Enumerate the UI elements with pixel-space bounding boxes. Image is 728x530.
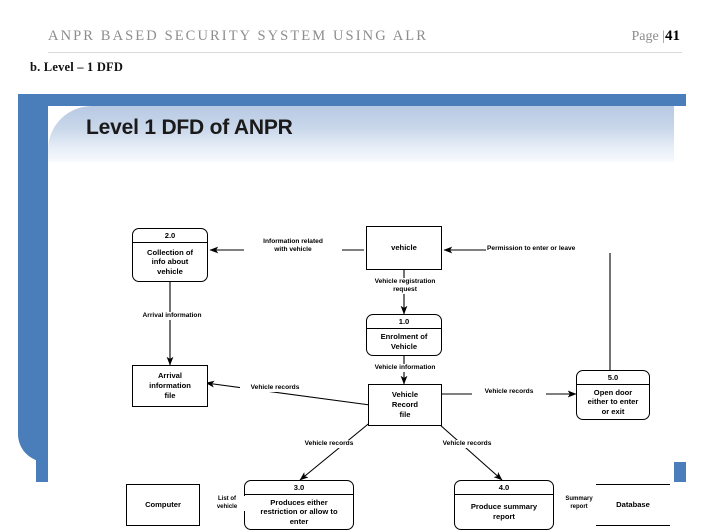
- section-caption: b. Level – 1 DFD: [30, 60, 124, 74]
- flow-label-vehicle-records-to-process-4: Vehicle records: [430, 440, 504, 449]
- process-2-0[interactable]: 2.0 Collection of info about vehicle: [132, 228, 208, 282]
- process-1-0[interactable]: 1.0 Enrolment of Vehicle: [366, 314, 442, 356]
- entity-vehicle[interactable]: vehicle: [366, 226, 442, 270]
- slide-title: Level 1 DFD of ANPR: [86, 116, 293, 139]
- process-4-0[interactable]: 4.0 Produce summary report: [454, 480, 554, 530]
- process-4-0-number: 4.0: [455, 481, 553, 496]
- process-1-0-number: 1.0: [367, 315, 441, 330]
- flow-label-summary-report: Summary report: [556, 496, 602, 511]
- datastore-vehicle-record-file[interactable]: Vehicle Record file: [368, 384, 442, 426]
- flow-label-vehicle-information: Vehicle information: [354, 364, 456, 373]
- process-5-0-label: Open door either to enter or exit: [587, 387, 639, 416]
- flow-label-permission-to-enter-or-leave: Permission to enter or leave: [486, 245, 612, 254]
- process-5-0[interactable]: 5.0 Open door either to enter or exit: [576, 370, 650, 420]
- flow-label-list-of-vehicle: List of vehicle: [202, 496, 252, 511]
- document-header-row: ANPR BASED SECURITY SYSTEM USING ALR Pag…: [48, 28, 682, 45]
- page-label: Page |: [631, 29, 665, 44]
- process-3-0[interactable]: 3.0 Produces either restriction or allow…: [244, 480, 354, 530]
- datastore-record-label: Vehicle Record file: [391, 390, 419, 419]
- datastore-arrival-label: Arrival information file: [149, 371, 191, 400]
- slide-accent-bar-left: [36, 94, 48, 482]
- process-3-0-label: Produces either restriction or allow to …: [260, 497, 338, 526]
- process-5-0-number: 5.0: [577, 371, 649, 386]
- process-1-0-label: Enrolment of Vehicle: [380, 332, 428, 352]
- slide-container: Level 1 DFD of ANPR: [18, 94, 710, 530]
- process-2-0-label: Collection of info about vehicle: [147, 247, 193, 276]
- flow-label-vehicle-records-to-process-3: Vehicle records: [292, 440, 366, 449]
- flow-label-vehicle-records-to-arrival: Vehicle records: [240, 384, 310, 393]
- flow-label-vehicle-registration-request: Vehicle registration request: [354, 278, 456, 295]
- process-4-0-label: Produce summary report: [470, 502, 538, 522]
- entity-computer-label: Computer: [145, 500, 181, 510]
- entity-computer[interactable]: Computer: [126, 484, 200, 526]
- entity-database[interactable]: Database: [596, 484, 670, 526]
- entity-database-label: Database: [616, 500, 650, 510]
- page-number: 41: [665, 28, 680, 44]
- entity-vehicle-label: vehicle: [391, 243, 417, 253]
- flow-label-information-related-with-vehicle: Information related with vehicle: [244, 238, 342, 255]
- dfd-canvas: 2.0 Collection of info about vehicle veh…: [48, 162, 674, 530]
- flow-label-arrival-information: Arrival information: [118, 312, 226, 321]
- page-indicator: Page |41: [631, 28, 682, 45]
- slide-title-band: [48, 106, 674, 162]
- document-header-title: ANPR BASED SECURITY SYSTEM USING ALR: [48, 28, 429, 44]
- process-3-0-number: 3.0: [245, 481, 353, 496]
- dfd-connector-layer: [166, 246, 611, 481]
- flow-label-vehicle-records-to-open-door: Vehicle records: [472, 388, 546, 397]
- slide-accent-bar-top: [36, 94, 686, 106]
- datastore-arrival-information-file[interactable]: Arrival information file: [132, 365, 208, 407]
- document-header: ANPR BASED SECURITY SYSTEM USING ALR Pag…: [0, 0, 728, 54]
- header-divider: [48, 52, 682, 53]
- process-2-0-number: 2.0: [133, 229, 207, 244]
